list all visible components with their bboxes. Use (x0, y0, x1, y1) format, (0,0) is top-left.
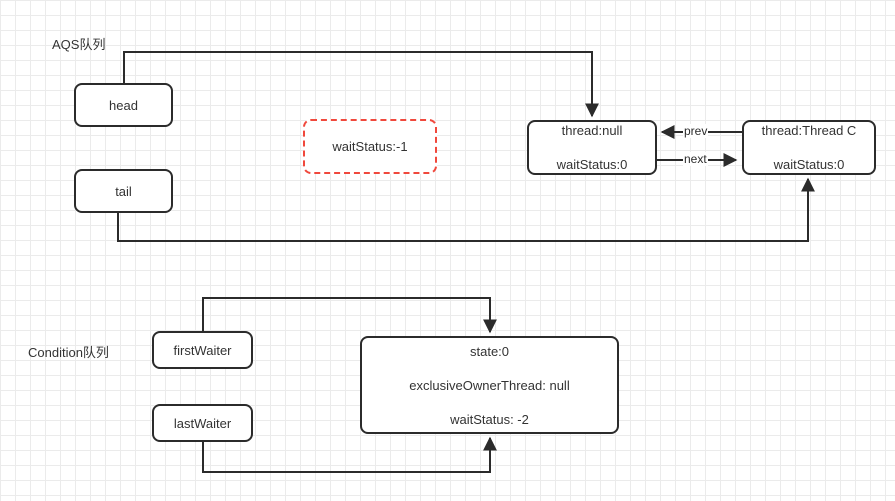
node-waitstatus-annotation[interactable]: waitStatus:-1 (303, 119, 437, 174)
node-lastwaiter[interactable]: lastWaiter (152, 404, 253, 442)
node-head[interactable]: head (74, 83, 173, 127)
node-state-line3: waitStatus: -2 (450, 411, 529, 427)
node-thread-c[interactable]: thread:Thread C waitStatus:0 (742, 120, 876, 175)
node-thread-null[interactable]: thread:null waitStatus:0 (527, 120, 657, 175)
node-thread-c-line1: thread:Thread C (761, 123, 857, 138)
edge-label-next: next (683, 152, 708, 166)
node-state-line2: exclusiveOwnerThread: null (409, 377, 570, 393)
group-label-aqs: AQS队列 (52, 37, 106, 52)
node-thread-c-line2: waitStatus:0 (773, 157, 845, 172)
node-firstwaiter[interactable]: firstWaiter (152, 331, 253, 369)
connector-tail-to-threadc (117, 177, 815, 242)
node-tail[interactable]: tail (74, 169, 173, 213)
node-thread-null-line1: thread:null (561, 123, 623, 138)
node-state[interactable]: state:0 exclusiveOwnerThread: null waitS… (360, 336, 619, 434)
edge-label-prev: prev (683, 124, 709, 138)
node-thread-null-line2: waitStatus:0 (556, 157, 628, 172)
group-label-condition: Condition队列 (28, 345, 109, 360)
node-state-line1: state:0 (469, 343, 510, 359)
connector-head-to-threadnull (123, 51, 599, 118)
